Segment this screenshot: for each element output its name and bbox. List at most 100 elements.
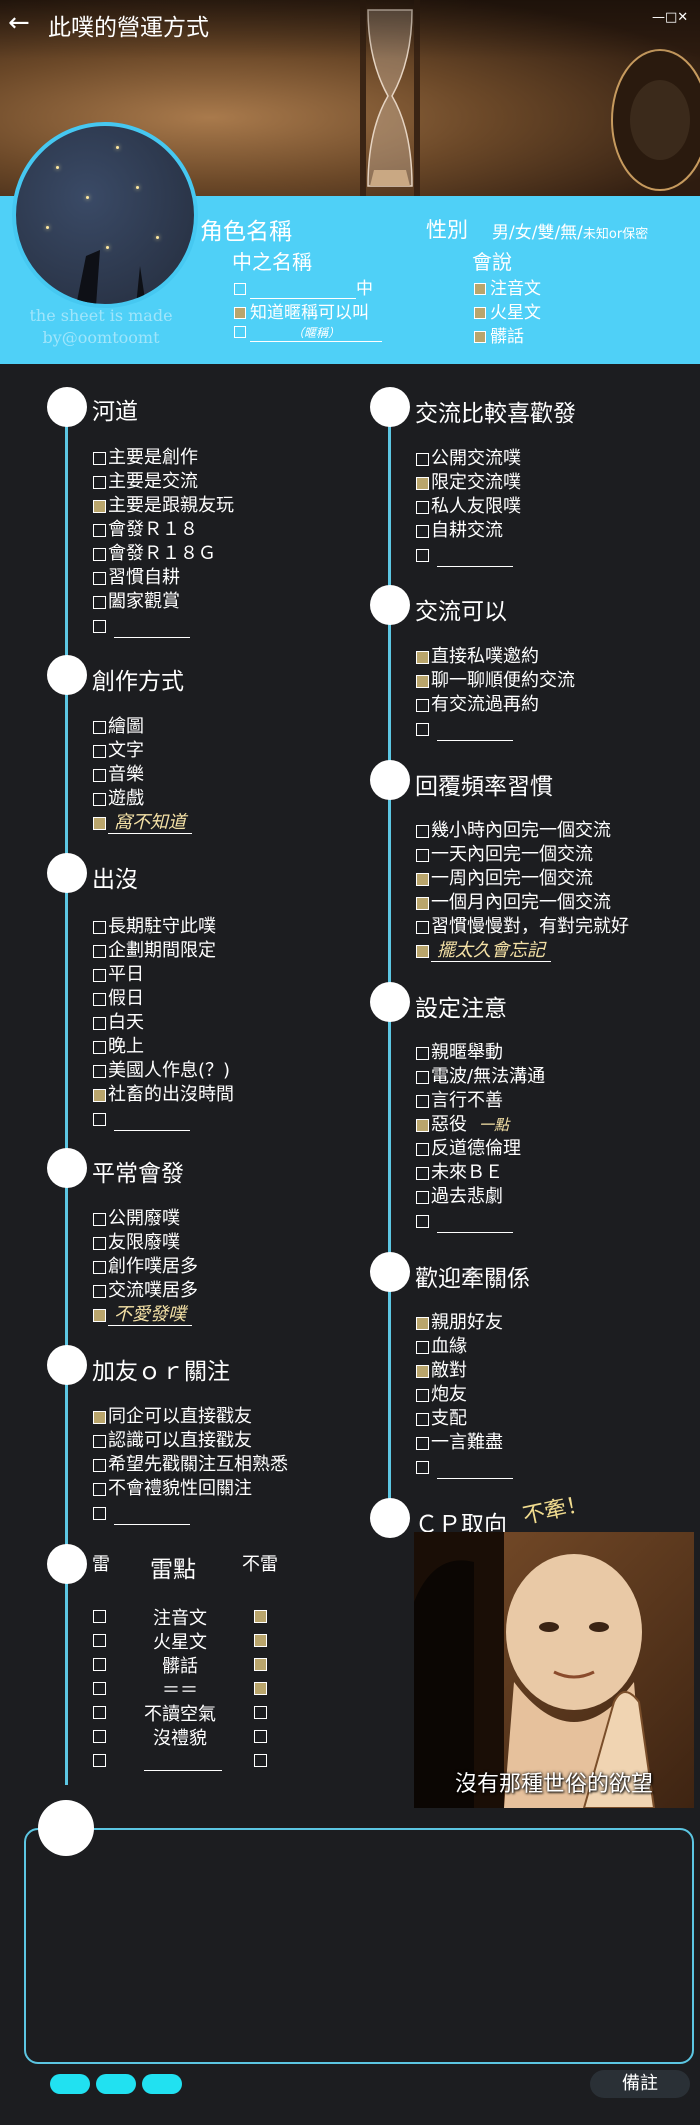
- option-item[interactable]: 音樂: [93, 763, 144, 787]
- option-item[interactable]: 闔家觀賞: [93, 590, 180, 614]
- dislike-item: 注音文: [153, 1608, 207, 1629]
- dislike-checkbox[interactable]: [93, 1604, 108, 1628]
- option-item[interactable]: 一天內回完一個交流: [416, 843, 593, 867]
- dislike-blank[interactable]: [144, 1770, 222, 1771]
- fine-checkbox[interactable]: [254, 1724, 269, 1748]
- fine-checkbox[interactable]: [254, 1748, 269, 1772]
- remarks-tab[interactable]: 備註: [590, 2070, 690, 2098]
- section-dot: [47, 1148, 87, 1188]
- fine-checkbox[interactable]: [254, 1652, 269, 1676]
- section-title: 交流可以: [415, 599, 507, 625]
- option-item[interactable]: 社畜的出沒時間: [93, 1083, 234, 1107]
- option-item[interactable]: 習慣慢慢對，有對完就好: [416, 915, 629, 939]
- section-title: 創作方式: [92, 669, 184, 695]
- option-item[interactable]: 血緣: [416, 1335, 467, 1359]
- option-item[interactable]: 未來ＢＥ: [416, 1161, 503, 1185]
- option-item[interactable]: 主要是交流: [93, 470, 198, 494]
- nickname-field[interactable]: （暱稱）: [234, 322, 382, 342]
- option-item[interactable]: 幾小時內回完一個交流: [416, 819, 611, 843]
- option-item[interactable]: 平日: [93, 963, 144, 987]
- lang-option[interactable]: 注音文: [474, 274, 541, 299]
- section-dot: [370, 585, 410, 625]
- option-item[interactable]: 過去悲劇: [416, 1185, 503, 1209]
- option-blank[interactable]: [93, 1107, 190, 1131]
- fine-checkbox[interactable]: [254, 1604, 269, 1628]
- avatar[interactable]: [12, 122, 198, 308]
- option-item[interactable]: 假日: [93, 987, 144, 1011]
- option-item[interactable]: 一個月內回完一個交流: [416, 891, 611, 915]
- option-blank[interactable]: [93, 1501, 190, 1525]
- option-handwritten[interactable]: 窩不知道: [93, 811, 192, 835]
- section-dot: [47, 387, 87, 427]
- option-item[interactable]: 白天: [93, 1011, 144, 1035]
- gender-options: 男/女/雙/無/未知or保密: [492, 223, 649, 243]
- option-item[interactable]: 繪圖: [93, 715, 144, 739]
- option-item[interactable]: 遊戲: [93, 787, 144, 811]
- option-item[interactable]: 公開交流噗: [416, 447, 521, 471]
- window-controls[interactable]: —□✕: [652, 10, 689, 25]
- option-item[interactable]: 同企可以直接戳友: [93, 1405, 252, 1429]
- tab-pill[interactable]: [96, 2074, 136, 2094]
- tab-pill[interactable]: [142, 2074, 182, 2094]
- option-handwritten[interactable]: 擺太久會忘記: [416, 939, 551, 963]
- fine-checkbox[interactable]: [254, 1628, 269, 1652]
- dislike-checkbox[interactable]: [93, 1628, 108, 1652]
- dislike-checkbox[interactable]: [93, 1724, 108, 1748]
- dislike-checkbox[interactable]: [93, 1676, 108, 1700]
- back-arrow-icon[interactable]: ←: [8, 8, 30, 38]
- option-item[interactable]: 敵對: [416, 1359, 467, 1383]
- option-item[interactable]: 友限廢噗: [93, 1231, 180, 1255]
- lang-option[interactable]: 火星文: [474, 298, 541, 323]
- option-item[interactable]: 長期駐守此噗: [93, 915, 216, 939]
- option-item[interactable]: 交流噗居多: [93, 1279, 198, 1303]
- tab-pill[interactable]: [50, 2074, 90, 2094]
- option-item[interactable]: 炮友: [416, 1383, 467, 1407]
- section-dot: [370, 982, 410, 1022]
- middle-name-field[interactable]: 中: [234, 274, 373, 299]
- option-item[interactable]: 創作噗居多: [93, 1255, 198, 1279]
- dislike-checkbox[interactable]: [93, 1652, 108, 1676]
- option-item[interactable]: 言行不善: [416, 1089, 503, 1113]
- option-blank[interactable]: [416, 1455, 513, 1479]
- option-item[interactable]: 私人友限噗: [416, 495, 521, 519]
- option-item[interactable]: 有交流過再約: [416, 693, 539, 717]
- option-item[interactable]: 會發Ｒ１８: [93, 518, 198, 542]
- option-item[interactable]: 電波/無法溝通: [416, 1065, 545, 1089]
- nick-ok-option[interactable]: 知道暱稱可以叫: [234, 298, 369, 323]
- option-item[interactable]: 文字: [93, 739, 144, 763]
- option-item[interactable]: 一言難盡: [416, 1431, 503, 1455]
- notes-box[interactable]: [24, 1828, 694, 2064]
- option-item[interactable]: 限定交流噗: [416, 471, 521, 495]
- option-item[interactable]: 希望先戳關注互相熟悉: [93, 1453, 288, 1477]
- option-blank[interactable]: [416, 1209, 513, 1233]
- option-item[interactable]: 公開廢噗: [93, 1207, 180, 1231]
- option-item[interactable]: 惡役一點: [416, 1113, 509, 1137]
- option-item[interactable]: 企劃期間限定: [93, 939, 216, 963]
- fine-checkbox[interactable]: [254, 1700, 269, 1724]
- option-item[interactable]: 反道德倫理: [416, 1137, 521, 1161]
- option-item[interactable]: 親朋好友: [416, 1311, 503, 1335]
- lang-option[interactable]: 髒話: [474, 322, 524, 347]
- dislike-checkbox[interactable]: [93, 1700, 108, 1724]
- option-item[interactable]: 美國人作息(？): [93, 1059, 230, 1083]
- option-item[interactable]: 晚上: [93, 1035, 144, 1059]
- option-item[interactable]: 支配: [416, 1407, 467, 1431]
- option-item[interactable]: 直接私噗邀約: [416, 645, 539, 669]
- option-item[interactable]: 習慣自耕: [93, 566, 180, 590]
- dislike-item: 髒話: [162, 1656, 198, 1677]
- option-item[interactable]: 聊一聊順便約交流: [416, 669, 575, 693]
- dislike-checkbox[interactable]: [93, 1748, 108, 1772]
- option-item[interactable]: 認識可以直接戳友: [93, 1429, 252, 1453]
- fine-checkbox[interactable]: [254, 1676, 269, 1700]
- option-item[interactable]: 主要是創作: [93, 446, 198, 470]
- option-item[interactable]: 不會禮貌性回關注: [93, 1477, 252, 1501]
- option-item[interactable]: 主要是跟親友玩: [93, 494, 234, 518]
- option-blank[interactable]: [93, 614, 190, 638]
- option-item[interactable]: 自耕交流: [416, 519, 503, 543]
- option-item[interactable]: 親暱舉動: [416, 1041, 503, 1065]
- option-item[interactable]: 一周內回完一個交流: [416, 867, 593, 891]
- option-handwritten[interactable]: 不愛發噗: [93, 1303, 192, 1327]
- option-item[interactable]: 會發Ｒ１８Ｇ: [93, 542, 216, 566]
- option-blank[interactable]: [416, 717, 513, 741]
- option-blank[interactable]: [416, 543, 513, 567]
